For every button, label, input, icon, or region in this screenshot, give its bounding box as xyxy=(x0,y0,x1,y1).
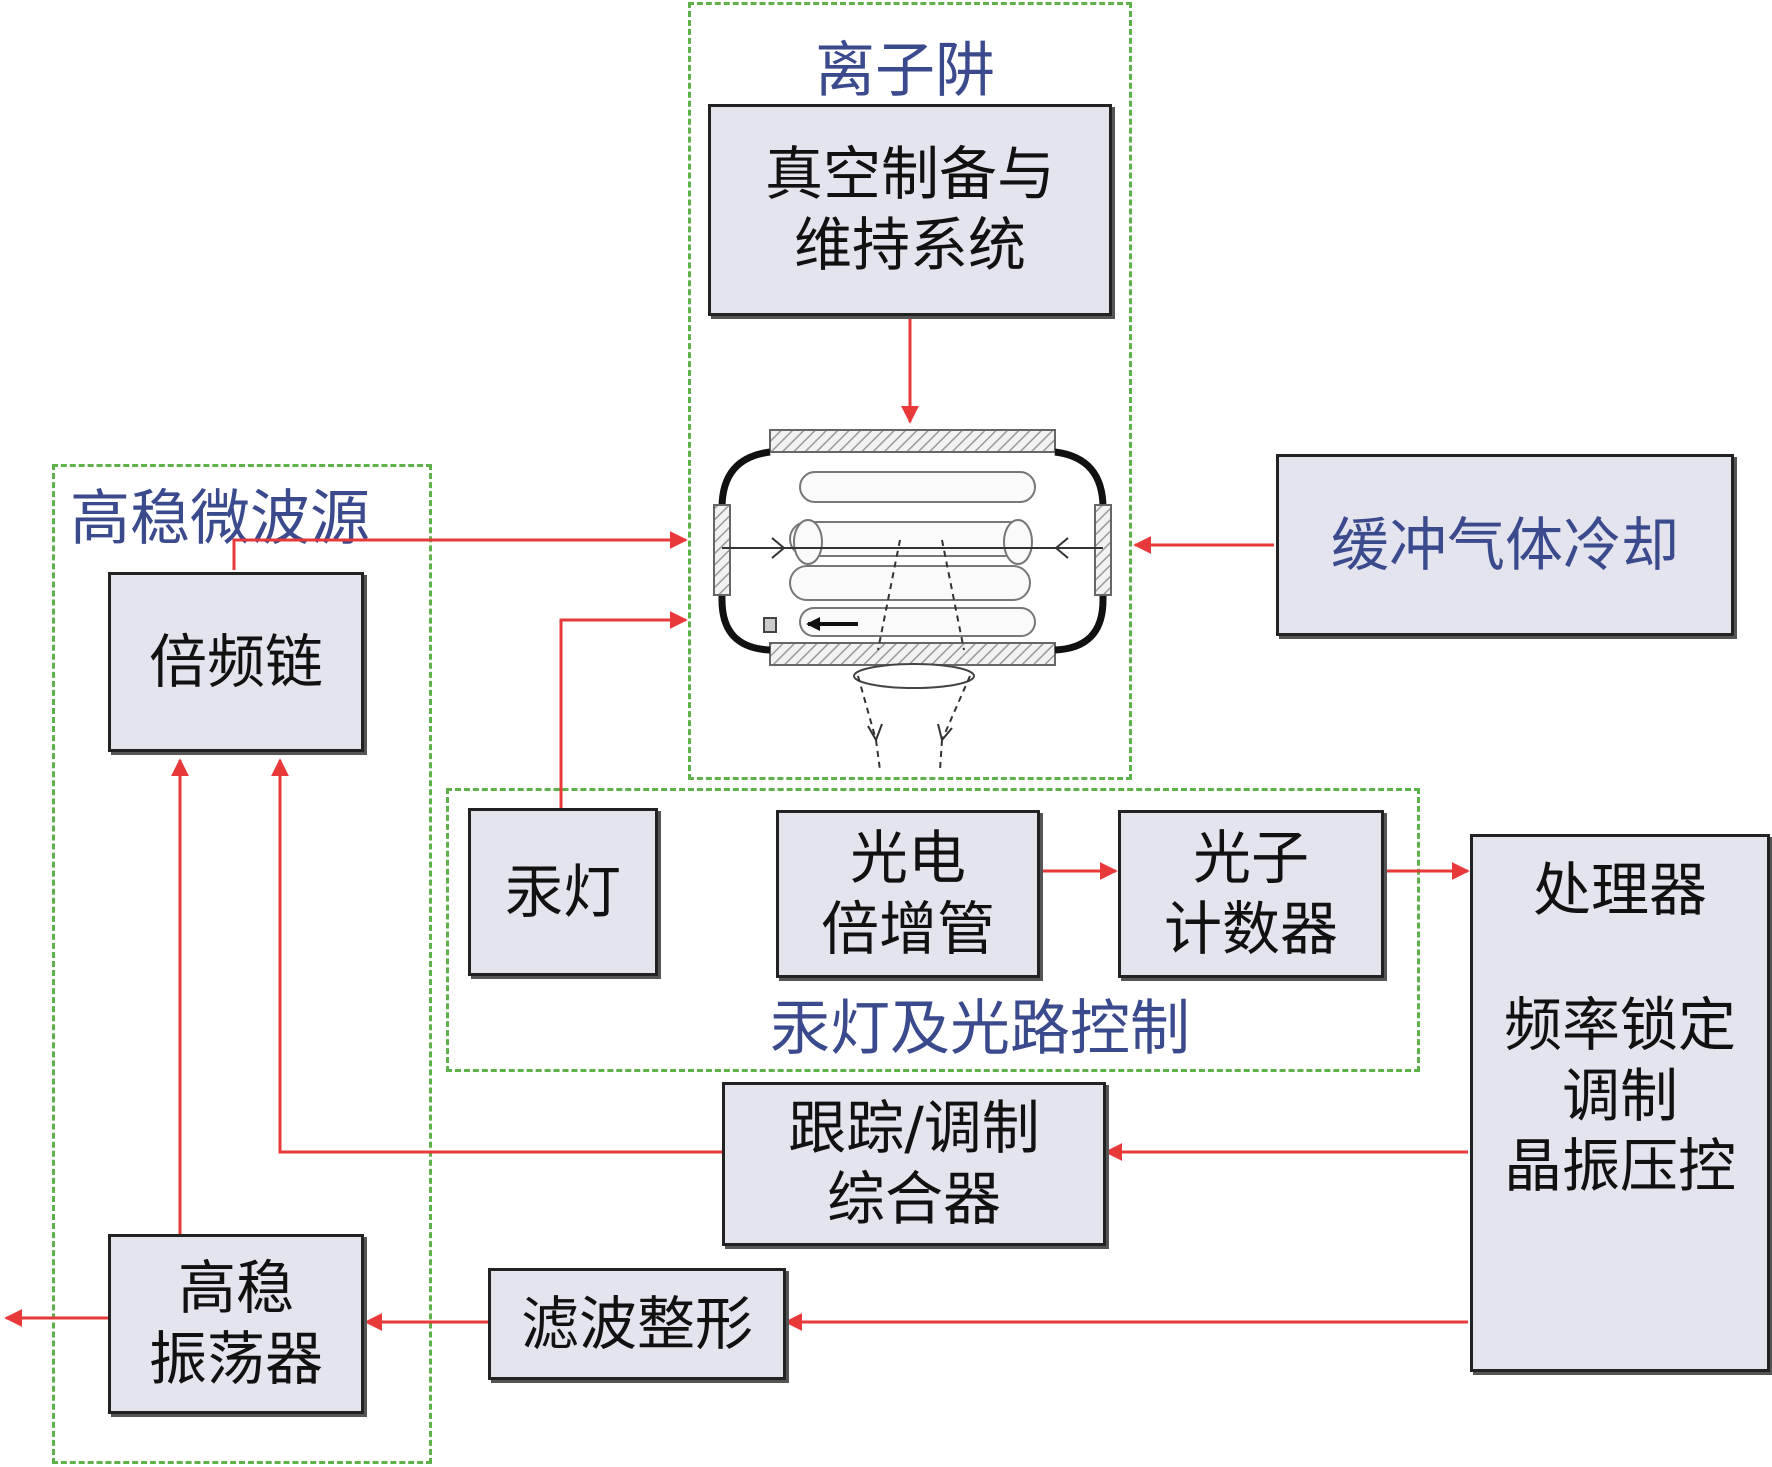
trap-axis-chevron-left xyxy=(771,537,786,559)
tracking-synthesizer-box: 跟踪/调制 综合器 xyxy=(722,1082,1106,1246)
filter-shaping-box: 滤波整形 xyxy=(488,1268,786,1380)
photomultiplier-line2: 倍增管 xyxy=(820,895,995,963)
ion-trap-label: 离子阱 xyxy=(815,36,995,106)
trap-lens xyxy=(853,663,975,689)
microwave-source-label: 高稳微波源 xyxy=(70,484,370,554)
ion-trap-group xyxy=(688,2,1132,780)
processor-title: 处理器 xyxy=(1532,856,1707,924)
signal-arrows xyxy=(4,312,1470,1331)
trap-axis-chevron-right xyxy=(1054,537,1069,559)
trap-light-ray-head-right xyxy=(937,723,953,743)
oscillator-line2: 振荡器 xyxy=(148,1325,323,1393)
buffer-gas-cooling-label: 缓冲气体冷却 xyxy=(1330,510,1679,579)
frequency-chain-label: 倍频链 xyxy=(148,627,323,696)
processor-modulation: 调制 xyxy=(1561,1061,1678,1130)
frequency-chain-box: 倍频链 xyxy=(108,572,364,752)
ion-trap-drawing xyxy=(713,429,1112,771)
trap-rod-1 xyxy=(799,471,1036,503)
photomultiplier-line1: 光电 xyxy=(849,824,966,893)
processor-box: 处理器 频率锁定 调制 晶振压控 xyxy=(1470,834,1770,1372)
mercury-lamp-optics-group xyxy=(446,788,1420,1072)
trap-output-rays xyxy=(875,739,943,771)
trap-emitter xyxy=(763,617,777,633)
trap-rod-4 xyxy=(799,607,1036,637)
mercury-lamp-label: 汞灯 xyxy=(504,857,621,926)
trap-bottom-electrode xyxy=(769,642,1056,666)
arrow-tracking-to-chain xyxy=(271,758,722,1154)
trap-rod-end-left xyxy=(793,519,823,565)
trap-right-window xyxy=(1094,504,1112,596)
photon-counter-line1: 光子 xyxy=(1192,824,1309,893)
photon-counter-box: 光子 计数器 xyxy=(1118,810,1384,978)
trap-rod-3 xyxy=(789,565,1031,601)
oscillator-line1: 高稳 xyxy=(177,1254,294,1323)
oscillator-box: 高稳 振荡器 xyxy=(108,1234,364,1414)
vacuum-system-box: 真空制备与 维持系统 xyxy=(708,104,1112,316)
processor-freq-lock: 频率锁定 xyxy=(1503,990,1736,1059)
tracking-synthesizer-line1: 跟踪/调制 xyxy=(788,1094,1040,1163)
tracking-synthesizer-line2: 综合器 xyxy=(826,1165,1001,1233)
microwave-source-group xyxy=(52,464,432,1464)
trap-left-window xyxy=(713,504,731,596)
arrow-chain-to-trap xyxy=(232,531,688,570)
buffer-gas-cooling-box: 缓冲气体冷却 xyxy=(1276,454,1734,636)
trap-optical-cone xyxy=(877,539,965,651)
vacuum-system-line1: 真空制备与 xyxy=(764,140,1055,209)
trap-light-ray-head-left xyxy=(867,723,883,743)
processor-vcxo: 晶振压控 xyxy=(1503,1132,1736,1201)
arrow-lamp-to-trap xyxy=(559,611,688,808)
trap-rod-end-right xyxy=(1003,519,1033,565)
trap-top-electrode xyxy=(769,429,1056,453)
filter-shaping-label: 滤波整形 xyxy=(520,1289,753,1358)
trap-light-rays xyxy=(857,675,971,741)
mercury-lamp-optics-label: 汞灯及光路控制 xyxy=(770,994,1190,1064)
vacuum-system-line2: 维持系统 xyxy=(793,211,1026,279)
trap-ion-arrow-head xyxy=(806,617,820,631)
photomultiplier-box: 光电 倍增管 xyxy=(776,810,1040,978)
mercury-lamp-box: 汞灯 xyxy=(468,808,658,976)
trap-rod-2 xyxy=(789,521,1031,557)
photon-counter-line2: 计数器 xyxy=(1163,895,1338,963)
